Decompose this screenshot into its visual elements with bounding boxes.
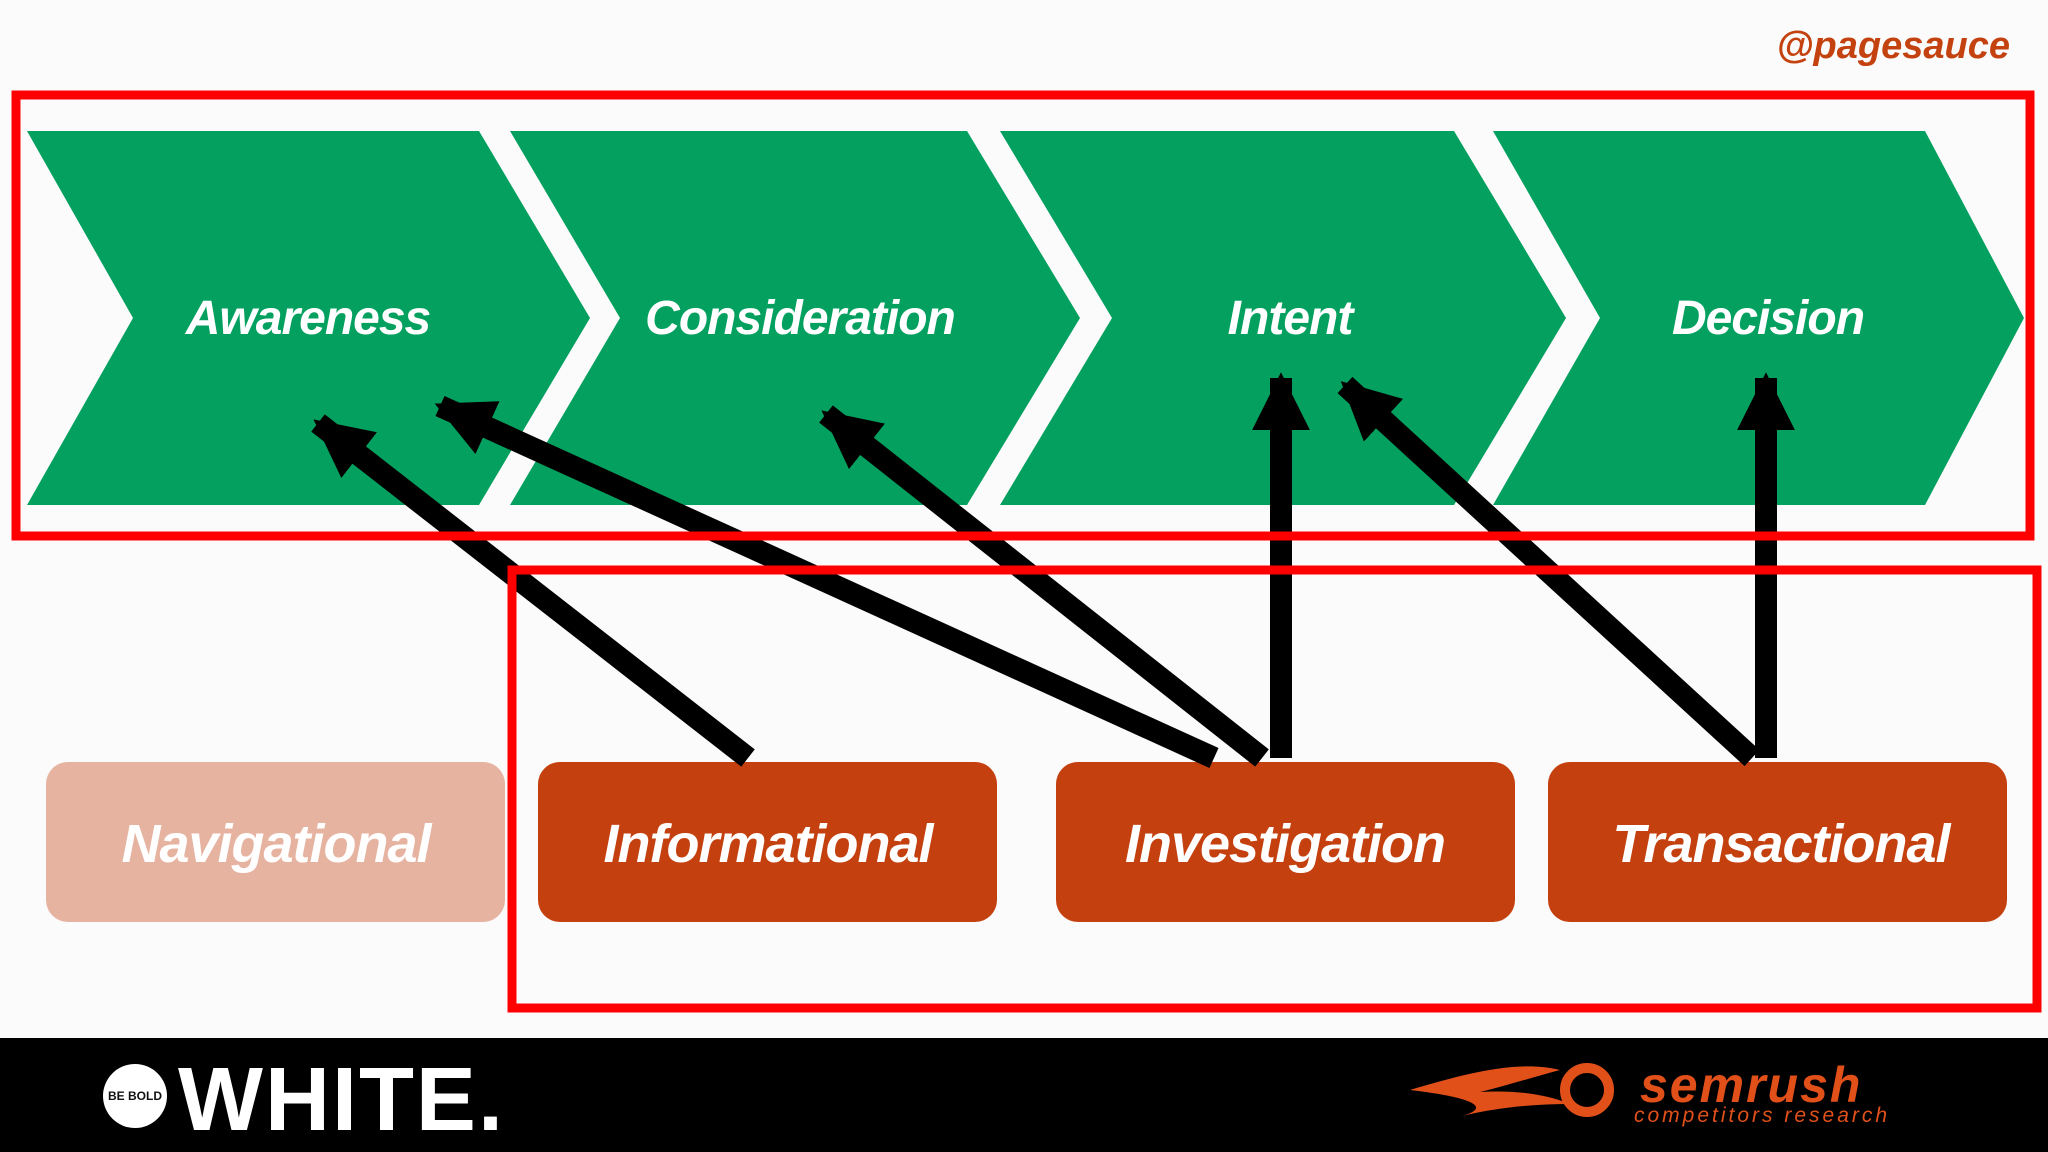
intent-highlight-frame — [507, 565, 2042, 1013]
intent-investigation: Investigation — [1056, 762, 1515, 922]
stage-awareness-label: Awareness — [185, 292, 431, 345]
intent-investigation-label: Investigation — [1125, 814, 1445, 874]
intent-transactional-label: Transactional — [1612, 814, 1951, 874]
stage-consideration: Consideration — [510, 131, 1080, 505]
author-handle: @pagesauce — [1777, 25, 2011, 67]
intent-types: Navigational Informational Investigation… — [46, 762, 2007, 922]
intent-navigational: Navigational — [46, 762, 505, 922]
intent-informational-box — [538, 762, 997, 922]
stage-decision: Decision — [1493, 131, 2024, 505]
intent-transactional-box — [1548, 762, 2007, 922]
semrush-wordmark: semrush — [1640, 1057, 1862, 1113]
footer-background — [0, 1038, 2048, 1152]
intent-navigational-box — [46, 762, 505, 922]
bebold-badge — [103, 1064, 167, 1128]
intent-transactional: Transactional — [1548, 762, 2007, 922]
stage-intent: Intent — [1000, 131, 1566, 505]
stage-consideration-chevron — [510, 131, 1080, 505]
funnel-highlight-frame — [11, 90, 2035, 541]
intent-informational: Informational — [538, 762, 997, 922]
footer-bar: BE BOLD WHITE. semrush competitors resea… — [0, 1038, 2048, 1152]
white-logo-wordmark: WHITE. — [178, 1050, 505, 1150]
arrow-investigation-to-awareness — [434, 395, 1219, 769]
flame-icon — [1410, 1066, 1570, 1116]
semrush-logo: semrush competitors research — [1410, 1057, 1890, 1127]
stage-intent-chevron — [1000, 131, 1566, 505]
stage-decision-chevron — [1493, 131, 2024, 505]
intent-informational-label: Informational — [603, 814, 934, 874]
stage-decision-label: Decision — [1672, 292, 1864, 345]
bebold-badge-text: BE BOLD — [108, 1089, 162, 1103]
arrow-informational-to-awareness — [311, 414, 755, 767]
stage-intent-label: Intent — [1228, 292, 1356, 345]
arrow-investigation-to-consideration — [819, 405, 1269, 767]
stage-consideration-label: Consideration — [645, 292, 955, 345]
intent-investigation-box — [1056, 762, 1515, 922]
semrush-tagline: competitors research — [1634, 1104, 1890, 1127]
intent-navigational-label: Navigational — [121, 814, 432, 874]
semrush-ring-icon — [1560, 1063, 1614, 1117]
